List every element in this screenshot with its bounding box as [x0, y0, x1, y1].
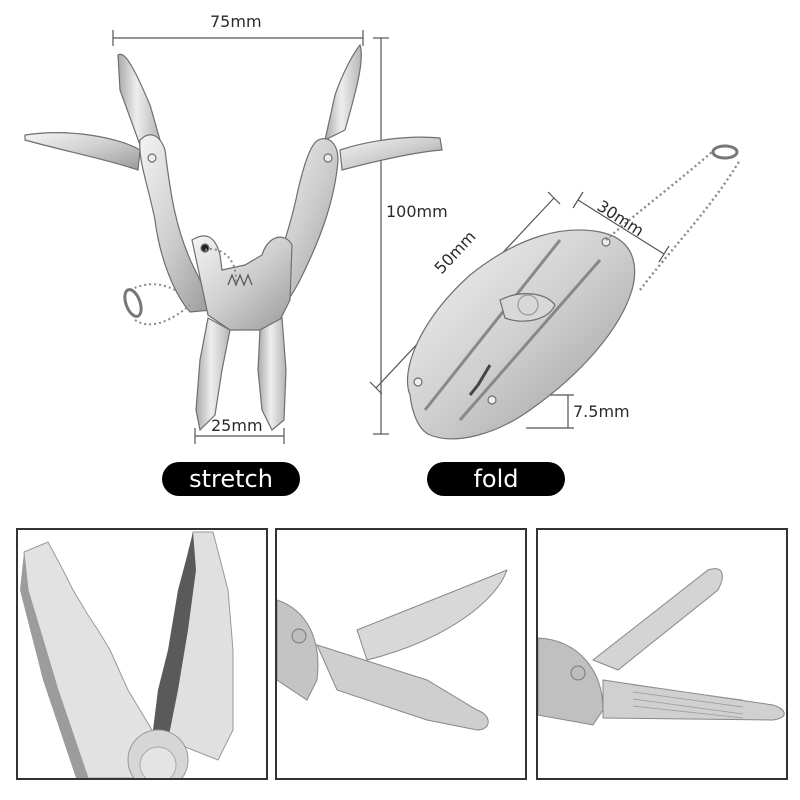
product-illustration: [24, 30, 742, 444]
detail-panel-knife-screwdriver: [275, 528, 527, 780]
stretch-label-pill: stretch: [162, 462, 300, 496]
plier-jaws-image: [20, 531, 234, 778]
multitool-open: [24, 43, 443, 432]
knife-file-image: [538, 568, 785, 726]
fold-label-pill: fold: [427, 462, 565, 496]
keyring-left: [123, 288, 143, 318]
detail-panel-pliers: [16, 528, 268, 780]
dimension-line-folded-width: [572, 191, 670, 263]
knife-screwdriver-image: [277, 569, 508, 731]
multitool-folded: [406, 229, 636, 440]
dimension-line-jaw: [194, 428, 285, 444]
label-width-open: 75mm: [210, 12, 262, 31]
stretch-label: stretch: [189, 465, 273, 493]
dimension-line-height: [373, 37, 389, 435]
fold-label: fold: [473, 465, 519, 493]
label-thickness: 7.5mm: [573, 402, 630, 421]
label-height-open: 100mm: [386, 202, 448, 221]
keychain-left: [129, 248, 237, 326]
keychain-right: [605, 151, 742, 291]
dimension-line-width: [112, 30, 364, 46]
keyring-right: [711, 144, 739, 160]
label-jaw-width: 25mm: [211, 416, 263, 435]
detail-panel-knife-file: [536, 528, 788, 780]
